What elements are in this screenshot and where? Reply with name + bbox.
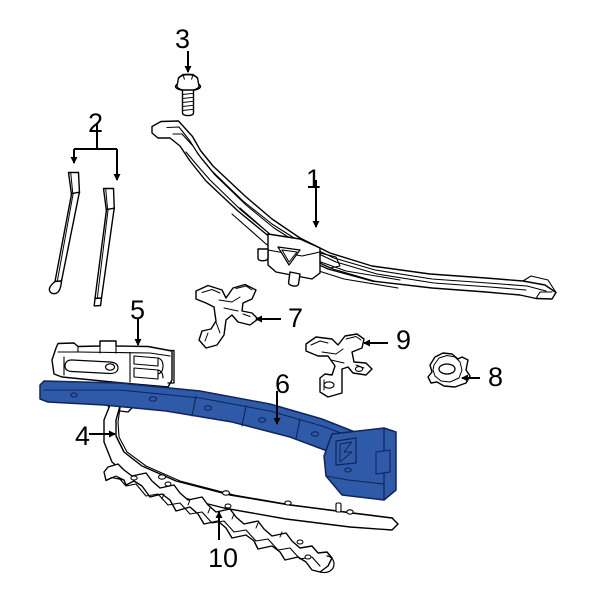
callout-label-10[interactable]: 10 <box>208 543 239 573</box>
callout-label-1[interactable]: 1 <box>306 164 322 194</box>
part-2-support-rods-pair[interactable] <box>48 171 115 307</box>
callout-leaders <box>70 51 480 540</box>
part-3-hex-flange-bolt[interactable] <box>174 73 202 117</box>
callout-label-7[interactable]: 7 <box>288 303 304 333</box>
callout-label-2[interactable]: 2 <box>88 108 104 138</box>
part-1-upper-tie-bar[interactable] <box>151 120 557 300</box>
part-6-lower-tie-bar-highlighted[interactable] <box>39 380 397 501</box>
callout-label-8[interactable]: 8 <box>488 362 504 392</box>
callout-label-4[interactable]: 4 <box>75 421 91 451</box>
callout-label-6[interactable]: 6 <box>275 369 291 399</box>
part-8-retainer-nut-plate[interactable] <box>427 352 471 388</box>
callout-label-3[interactable]: 3 <box>175 24 191 54</box>
callout-label-9[interactable]: 9 <box>396 325 412 355</box>
part-9-mounting-bracket[interactable] <box>305 333 373 398</box>
part-7-hood-latch-bracket[interactable] <box>195 283 259 349</box>
callout-label-5[interactable]: 5 <box>130 295 146 325</box>
leader-2 <box>70 124 121 181</box>
